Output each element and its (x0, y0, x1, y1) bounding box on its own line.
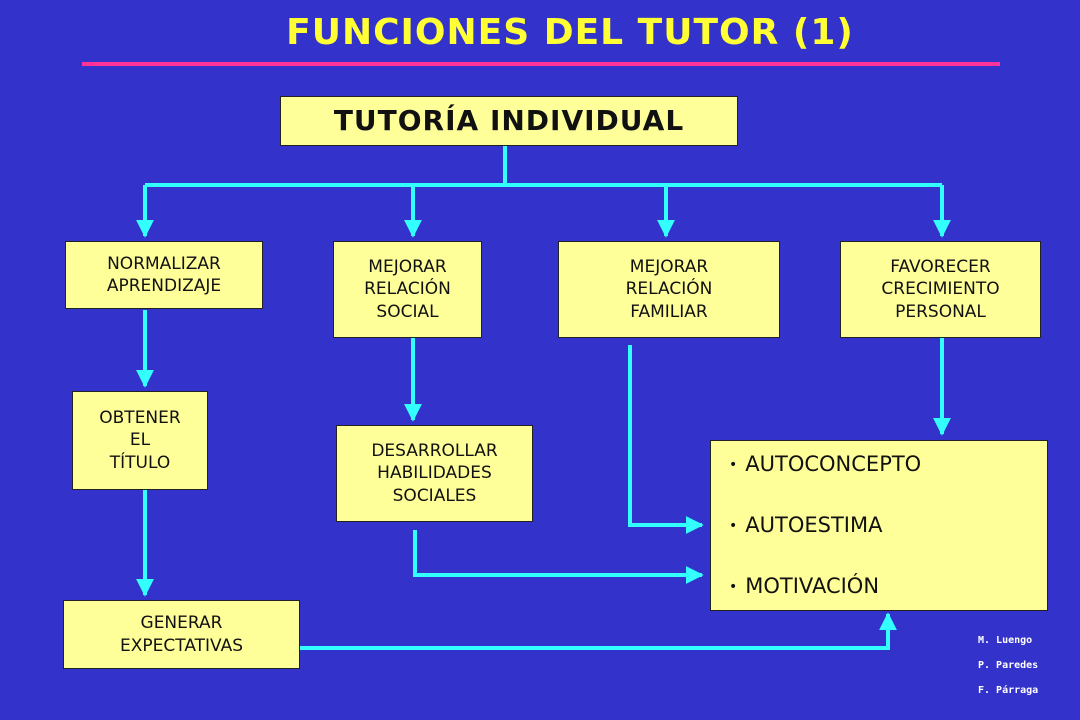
outcome-item: AUTOESTIMA (729, 510, 921, 540)
page-title: FUNCIONES DEL TUTOR (1) (286, 12, 854, 53)
outcome-item: MOTIVACIÓN (729, 571, 921, 601)
root-box: TUTORÍA INDIVIDUAL (280, 96, 738, 146)
credit-line: P. Paredes (978, 660, 1039, 671)
author-credits: M. Luengo P. Paredes F. Párraga (978, 628, 1038, 703)
title-underline (82, 62, 1000, 66)
social-box: MEJORAR RELACIÓN SOCIAL (333, 241, 482, 338)
familiar-box: MEJORAR RELACIÓN FAMILIAR (558, 241, 780, 338)
credit-line: F. Párraga (978, 685, 1039, 696)
arrow-familiar-to-outcomes (628, 345, 704, 534)
expectativas-box: GENERAR EXPECTATIVAS (63, 600, 300, 669)
habilidades-box: DESARROLLAR HABILIDADES SOCIALES (336, 425, 533, 522)
arrow-habilidades-to-outcomes (413, 530, 704, 584)
outcome-item: AUTOCONCEPTO (729, 449, 921, 479)
normalizar-box: NORMALIZAR APRENDIZAJE (65, 241, 263, 309)
arrow-expectativas-to-outcomes (300, 612, 897, 650)
titulo-box: OBTENER EL TÍTULO (72, 391, 208, 490)
outcomes-list: AUTOCONCEPTO AUTOESTIMA MOTIVACIÓN (729, 419, 921, 632)
outcomes-box: AUTOCONCEPTO AUTOESTIMA MOTIVACIÓN (710, 440, 1048, 611)
personal-box: FAVORECER CRECIMIENTO PERSONAL (840, 241, 1041, 338)
credit-line: M. Luengo (978, 635, 1033, 646)
